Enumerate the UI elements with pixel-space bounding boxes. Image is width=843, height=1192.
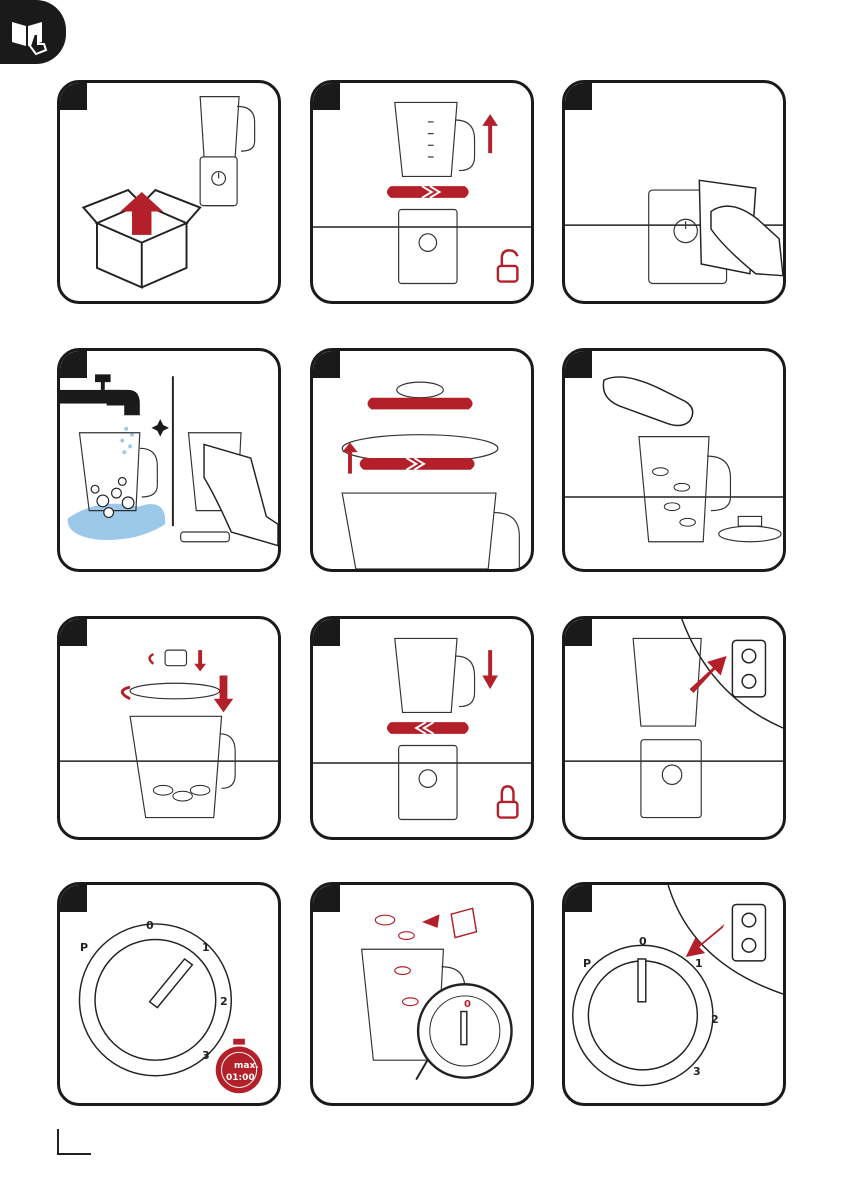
cap-illustration [165, 650, 186, 666]
dial-label-3: 3 [693, 1065, 701, 1078]
step-unbox [57, 80, 281, 304]
outlet-icon [732, 640, 765, 696]
timer-duration-label: 01:00 [226, 1073, 255, 1083]
down-arrow-icon [194, 650, 206, 671]
unplug-arrow-icon [686, 924, 725, 957]
rotate-arrow-icon [387, 722, 469, 734]
fruit-pieces [375, 915, 418, 1006]
rotate-arrow-icon [368, 398, 473, 410]
lock-icon [498, 786, 517, 817]
blender-illustration [200, 97, 255, 206]
step-wash-jug [57, 348, 281, 572]
lift-arrow-icon [120, 192, 163, 235]
rotate-arrow-icon [387, 186, 469, 198]
dial-label-0: 0 [146, 919, 154, 932]
up-arrow-icon [482, 114, 498, 153]
step-add-ingredients [562, 348, 786, 572]
zoom-dial-label-0: 0 [464, 999, 471, 1010]
step-pulse-blend: 0 [310, 882, 534, 1106]
plug-arrow-icon [690, 656, 727, 693]
step-unplug: 0 P 1 2 3 [562, 882, 786, 1106]
down-arrow-icon [482, 650, 498, 689]
jug-illustration [342, 493, 496, 569]
cloth-hand-illustration [204, 444, 278, 545]
step-plug-in [562, 616, 786, 840]
cap-illustration [397, 382, 444, 398]
arrow-icon [422, 914, 440, 928]
step-turn-dial: 0 P 1 2 3 max. 01:00 [57, 882, 281, 1106]
dial-label-p: P [583, 957, 591, 970]
dial-label-3: 3 [202, 1049, 210, 1062]
dial-knob [638, 959, 646, 1002]
rotate-arrow-icon [150, 654, 154, 664]
jug-illustration [639, 437, 781, 542]
dial-label-p: P [80, 941, 88, 954]
dial-knob [150, 959, 193, 1008]
water-stream [68, 427, 166, 540]
bottle-illustration [603, 377, 692, 426]
dial-label-0: 0 [639, 935, 647, 948]
up-arrow-icon [342, 442, 358, 473]
jug-illustration [79, 433, 157, 511]
fruit-pieces [153, 785, 209, 801]
faucet-icon [60, 374, 140, 415]
manual-hand-icon [0, 0, 66, 64]
page-corner-mark [57, 1129, 91, 1155]
dial-label-1: 1 [202, 941, 210, 954]
unlock-icon [498, 250, 517, 281]
cloth-hand-illustration [699, 180, 783, 275]
step-close-lid [57, 616, 281, 840]
rotate-arrow-icon [122, 687, 130, 699]
outlet-icon [732, 904, 765, 960]
dial-label-1: 1 [695, 957, 703, 970]
blender-illustration [633, 638, 701, 817]
step-wipe-base [562, 80, 786, 304]
step-remove-jug [310, 80, 534, 304]
lid-illustration [130, 683, 220, 699]
dial-label-2: 2 [711, 1013, 719, 1026]
step-remove-lid [310, 348, 534, 572]
dial-label-2: 2 [220, 995, 228, 1008]
step-lock-jug [310, 616, 534, 840]
cap-illustration [451, 908, 476, 937]
lid-illustration [342, 435, 498, 462]
sparkle-icon [151, 419, 169, 437]
timer-max-label: max. [234, 1061, 259, 1071]
jug-illustration [130, 716, 221, 817]
